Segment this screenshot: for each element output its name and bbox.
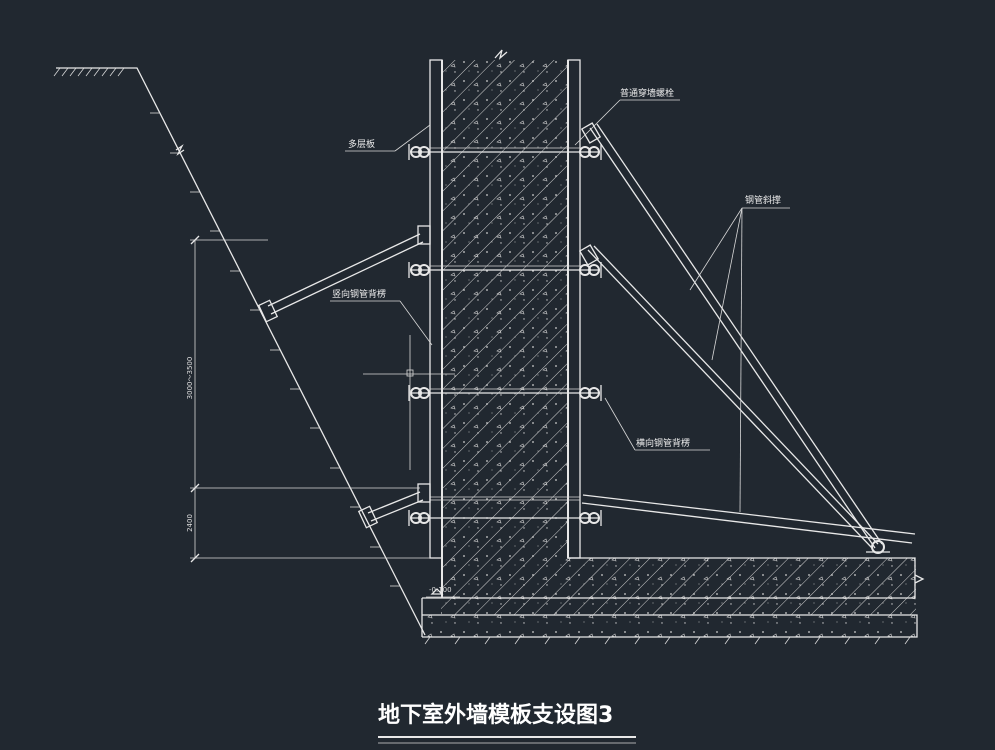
right-braces [578, 122, 916, 554]
foundation-slab [421, 557, 925, 645]
through-wall-bolts [408, 144, 602, 526]
label-steel-pipe-brace: 钢管斜撑 [745, 194, 781, 206]
excavation-slope [53, 67, 426, 636]
left-struts [257, 225, 431, 529]
horizontal-back-ridges [430, 147, 580, 501]
label-vertical-back-ridge: 竖向钢管背楞 [332, 288, 386, 300]
dimension-lines: 3000～3500 2400 -0.100 [186, 235, 460, 598]
label-through-bolt: 普通穿墙螺栓 [620, 87, 674, 99]
dim-lower-span: 2400 [186, 514, 194, 532]
drawing-title: 地下室外墙模板支设图3 [378, 702, 613, 728]
slab-elevation: -0.100 [429, 586, 452, 594]
formwork-boards [429, 59, 581, 559]
dim-upper-span: 3000～3500 [186, 357, 194, 400]
label-horizontal-back-ridge: 横向钢管背楞 [636, 437, 690, 449]
leader-lines [330, 99, 790, 513]
label-multilayer-board: 多层板 [348, 138, 375, 150]
concrete-wall [441, 49, 569, 598]
